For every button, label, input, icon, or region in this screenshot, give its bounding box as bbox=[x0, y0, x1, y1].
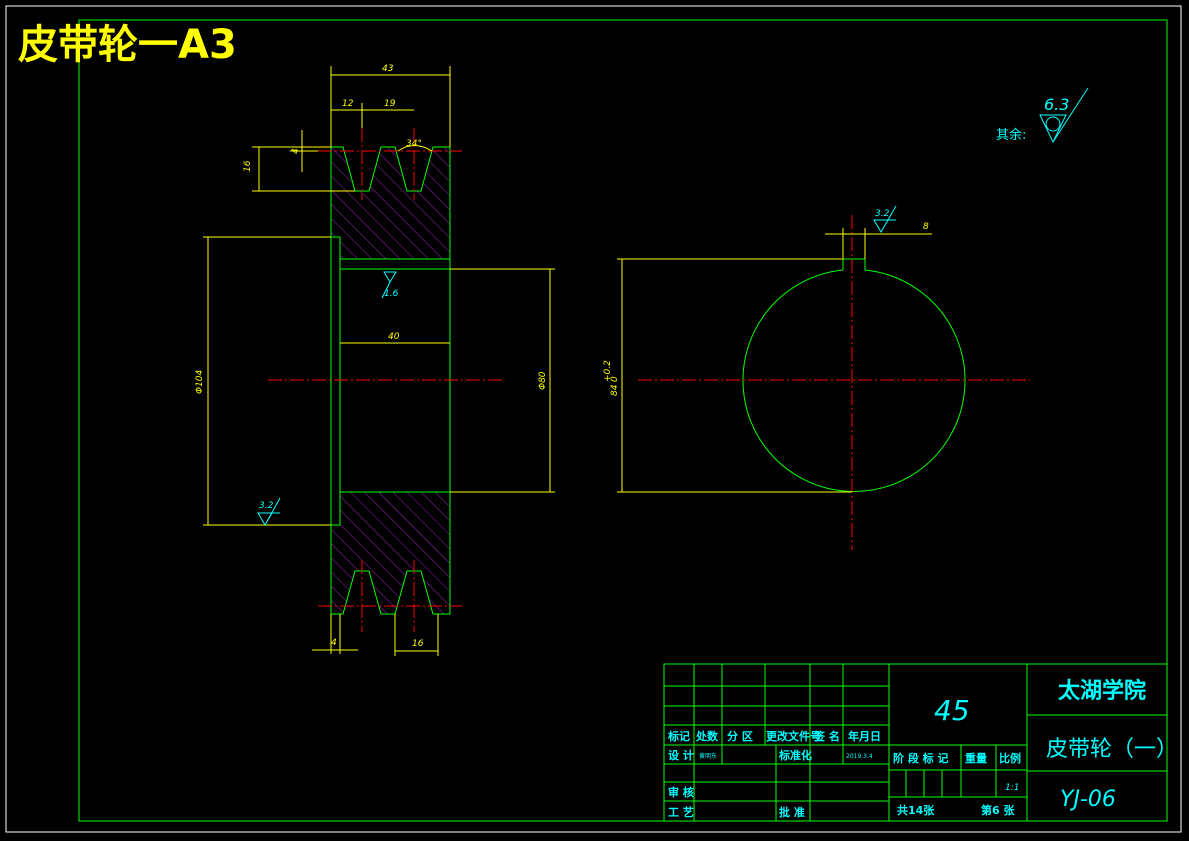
dim-angle-34: 34° bbox=[406, 139, 422, 149]
tb-process-label: 工 艺 bbox=[668, 805, 694, 819]
tb-header-0: 标记 bbox=[667, 729, 690, 743]
roughness-default-icon bbox=[1039, 87, 1089, 144]
roughness-keyway: 3.2 bbox=[875, 209, 890, 219]
inner-frame bbox=[78, 19, 1168, 822]
dim-19: 19 bbox=[384, 99, 396, 109]
tb-drawing-no: YJ-06 bbox=[1060, 787, 1116, 812]
dim-43: 43 bbox=[382, 64, 394, 74]
dim-4-vert: 4 bbox=[291, 148, 301, 154]
dim-16-horiz: 16 bbox=[412, 639, 424, 649]
roughness-bore-icon bbox=[381, 271, 397, 299]
tb-total-sheets: 共14张 bbox=[897, 803, 935, 817]
roughness-hub-icon bbox=[257, 497, 281, 526]
tb-sheet-no: 第6 张 bbox=[981, 803, 1015, 817]
dim-4-horiz: 4 bbox=[331, 638, 337, 648]
tb-school: 太湖学院 bbox=[1058, 678, 1146, 704]
upper-outline bbox=[330, 146, 451, 260]
tb-scale-label: 比例 bbox=[999, 751, 1021, 765]
roughness-default-label: 其余: bbox=[996, 127, 1026, 143]
dim-12: 12 bbox=[342, 99, 354, 109]
dim-16-vert: 16 bbox=[243, 160, 253, 172]
tb-header-5: 年月日 bbox=[848, 729, 881, 743]
dim-key-8: 8 bbox=[923, 222, 929, 232]
roughness-bore: 1.6 bbox=[384, 289, 399, 299]
tb-material: 45 bbox=[934, 694, 970, 727]
tb-part-name: 皮带轮（一） bbox=[1046, 737, 1178, 762]
roughness-default-value: 6.3 bbox=[1044, 95, 1069, 114]
title-block bbox=[663, 663, 1168, 822]
lower-outline bbox=[330, 491, 451, 615]
tb-header-1: 处数 bbox=[695, 729, 719, 743]
dim-bore-tol-upper: +0.2 bbox=[603, 360, 613, 382]
tb-review-label: 审 核 bbox=[668, 785, 694, 799]
tb-header-2: 分 区 bbox=[727, 729, 753, 743]
tb-header-4: 签 名 bbox=[813, 729, 840, 743]
tb-date: 2019.3.4 bbox=[846, 753, 873, 760]
dim-dia-80: Φ80 bbox=[538, 371, 548, 390]
tb-approve-label: 批 准 bbox=[779, 805, 805, 819]
tb-design-label: 设 计 bbox=[668, 748, 694, 762]
dim-bore-84: 84 bbox=[610, 384, 620, 396]
bore-circle bbox=[742, 269, 966, 492]
tb-header-3: 更改文件号 bbox=[766, 729, 821, 743]
dim-dia-104: Φ104 bbox=[195, 369, 205, 394]
tb-stage-label: 阶 段 标 记 bbox=[893, 751, 949, 765]
upper-hatch bbox=[331, 147, 450, 259]
roughness-hub: 3.2 bbox=[259, 501, 274, 511]
tb-weight-label: 重量 bbox=[965, 751, 987, 765]
tb-designer: 黄明东 bbox=[699, 752, 717, 760]
dim-40: 40 bbox=[388, 332, 400, 342]
tb-standardize-label: 标准化 bbox=[778, 748, 812, 762]
outer-frame bbox=[5, 5, 1182, 833]
roughness-keyway-icon bbox=[873, 205, 897, 233]
drawing-title: 皮带轮一A3 bbox=[18, 22, 237, 68]
dim-bore-tol-lower: 0 bbox=[610, 376, 620, 382]
tb-scale: 1:1 bbox=[1005, 783, 1019, 793]
lower-hatch bbox=[331, 492, 450, 614]
